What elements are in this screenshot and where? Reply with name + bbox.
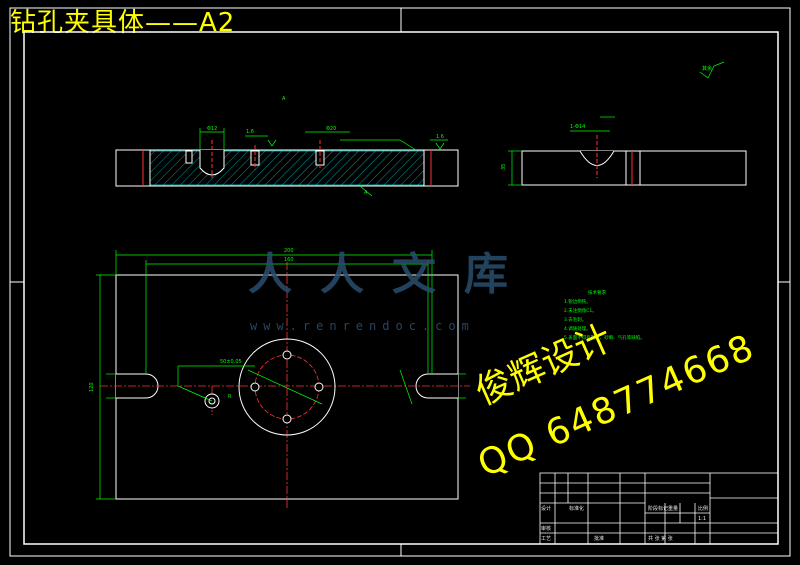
svg-text:R: R: [228, 394, 232, 400]
watermark-url: www.renrendoc.com: [250, 319, 475, 333]
svg-text:160: 160: [284, 257, 294, 263]
svg-text:1-Φ14: 1-Φ14: [570, 124, 585, 130]
title-block-text: 设计 审核 工艺 标准化 批准 阶段标记 重量 比例 1:1 共 张 第 张: [541, 505, 708, 542]
svg-text:4.调质处理。: 4.调质处理。: [564, 325, 591, 332]
svg-text:阶段标记: 阶段标记: [648, 505, 668, 512]
top-view: 200 160 120 50±0.05 R: [89, 248, 470, 510]
side-view: 35 1-Φ14 其余: [501, 61, 747, 186]
svg-text:Φ20: Φ20: [326, 126, 336, 132]
svg-text:共 张 第 张: 共 张 第 张: [648, 535, 673, 542]
svg-text:比例: 比例: [698, 505, 708, 512]
svg-text:50±0.05: 50±0.05: [220, 359, 242, 365]
svg-text:A: A: [364, 190, 368, 196]
section-hatching: [149, 150, 425, 186]
svg-text:工艺: 工艺: [541, 536, 551, 542]
svg-text:标准化: 标准化: [569, 505, 584, 512]
drawing-title: 钻孔夹具体——A2: [10, 8, 236, 38]
frame-centering-marks: [10, 8, 790, 556]
svg-text:120: 120: [89, 382, 95, 392]
svg-text:2.未注倒角C1。: 2.未注倒角C1。: [564, 307, 597, 314]
svg-text:设计: 设计: [541, 505, 551, 512]
svg-text:35: 35: [501, 164, 507, 170]
svg-text:1.锐边倒钝。: 1.锐边倒钝。: [564, 298, 591, 305]
svg-text:1.6: 1.6: [246, 129, 254, 135]
front-section-view: Φ12 1.6 Φ20 1.6 A A: [115, 96, 459, 197]
svg-text:Φ12: Φ12: [207, 126, 217, 132]
title-block: [539, 472, 779, 545]
technical-requirements: 技术要求 1.锐边倒钝。 2.未注倒角C1。 3.去毛刺。 4.调质处理。 5.…: [564, 289, 645, 341]
svg-text:3.去毛刺。: 3.去毛刺。: [564, 316, 586, 323]
svg-text:批准: 批准: [594, 535, 604, 542]
svg-text:审核: 审核: [541, 525, 551, 532]
svg-text:重量: 重量: [668, 505, 678, 512]
watermark-logo: 人人文库: [248, 249, 536, 300]
svg-text:1:1: 1:1: [698, 516, 706, 522]
svg-text:1.6: 1.6: [436, 134, 444, 140]
boss-circle: [238, 338, 336, 436]
svg-text:技术要求: 技术要求: [588, 289, 606, 296]
svg-text:其余: 其余: [702, 65, 712, 72]
svg-text:5.表面不得有裂纹、砂眼、气孔等缺陷。: 5.表面不得有裂纹、砂眼、气孔等缺陷。: [564, 334, 645, 341]
svg-text:200: 200: [284, 248, 294, 254]
svg-text:A: A: [282, 96, 286, 102]
